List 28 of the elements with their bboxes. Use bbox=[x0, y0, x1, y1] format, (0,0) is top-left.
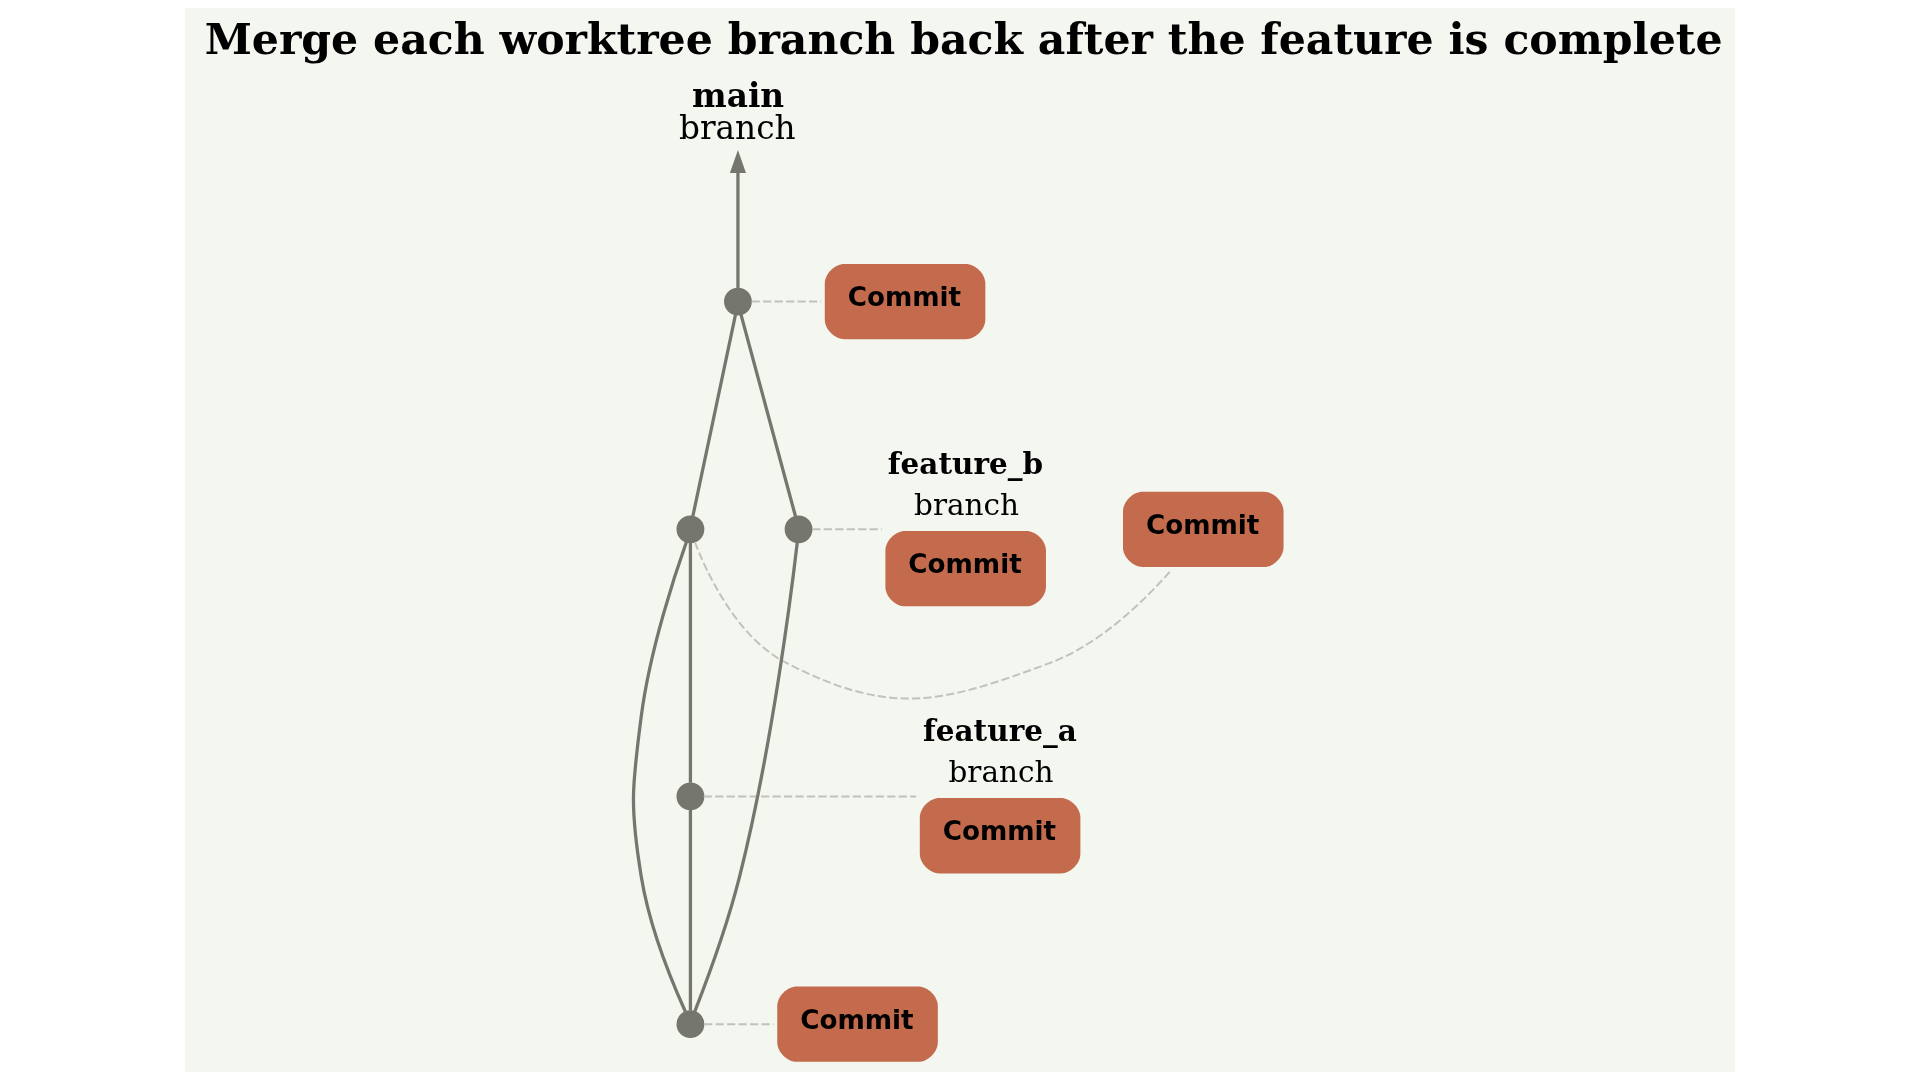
node-circle bbox=[676, 1010, 705, 1039]
connector bbox=[702, 795, 918, 798]
node-label: feature_a bbox=[923, 713, 1077, 749]
arrow bbox=[729, 149, 746, 289]
connector bbox=[631, 541, 688, 1013]
node-circle bbox=[784, 515, 813, 544]
diagram-title: Merge each worktree branch back after the feature is complete bbox=[204, 13, 1723, 64]
node-box: Commit bbox=[885, 531, 1046, 607]
connector bbox=[739, 313, 798, 517]
connector bbox=[691, 314, 738, 517]
connector bbox=[688, 542, 693, 783]
node-circle bbox=[676, 515, 705, 544]
connector bbox=[693, 541, 1172, 700]
connector bbox=[693, 542, 799, 1012]
connector bbox=[750, 300, 823, 303]
node-circle bbox=[676, 782, 705, 811]
connector bbox=[703, 1023, 775, 1026]
node-label: branch bbox=[948, 755, 1054, 790]
node-circle bbox=[724, 287, 752, 316]
node-box: Commit bbox=[777, 986, 938, 1062]
node-box: Commit bbox=[824, 263, 986, 340]
node-label: feature_b bbox=[887, 446, 1044, 482]
node-box: Commit bbox=[919, 798, 1081, 874]
node-box: Commit bbox=[1123, 491, 1284, 568]
node-text: main branch bbox=[678, 75, 796, 148]
node-label: branch bbox=[914, 488, 1020, 523]
connector bbox=[688, 809, 693, 1011]
connector bbox=[811, 528, 883, 531]
